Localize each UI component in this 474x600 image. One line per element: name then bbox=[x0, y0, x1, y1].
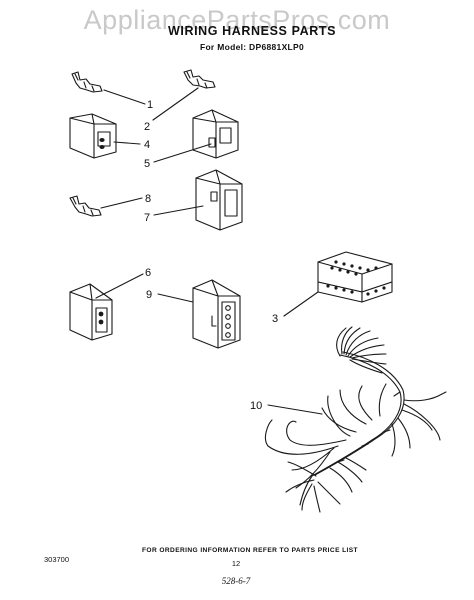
callout-1: 1 bbox=[147, 99, 153, 111]
part-3-terminal-block: 3 bbox=[272, 251, 393, 325]
callout-3: 3 bbox=[272, 313, 278, 325]
handwritten-note: 528-6-7 bbox=[222, 576, 251, 586]
page-number: 12 bbox=[232, 559, 240, 568]
part-2-terminal: 2 bbox=[144, 69, 216, 133]
callout-6: 6 bbox=[145, 267, 151, 279]
part-10-wiring-harness: 10 bbox=[250, 326, 447, 513]
model-subtitle: For Model: DP6881XLP0 bbox=[200, 42, 304, 52]
part-8-terminal: 8 bbox=[69, 193, 151, 217]
terminal-block-pin-grid bbox=[326, 260, 386, 296]
document-code: 303700 bbox=[44, 555, 69, 564]
page-title: WIRING HARNESS PARTS bbox=[168, 24, 336, 38]
part-5-connector-housing: 5 bbox=[144, 109, 239, 170]
callout-8: 8 bbox=[145, 193, 151, 205]
callout-9: 9 bbox=[146, 289, 152, 301]
callout-10: 10 bbox=[250, 400, 262, 412]
ordering-instruction: FOR ORDERING INFORMATION REFER TO PARTS … bbox=[142, 547, 358, 554]
callout-4: 4 bbox=[144, 139, 150, 151]
callout-5: 5 bbox=[144, 158, 150, 170]
part-4-connector-housing: 4 bbox=[69, 113, 150, 159]
part-6-connector-housing: 6 bbox=[69, 267, 151, 341]
part-1-terminal: 1 bbox=[71, 71, 153, 111]
watermark: AppliancePartsPros.com bbox=[84, 5, 391, 35]
part-7-connector-housing: 7 bbox=[144, 169, 243, 231]
callout-7: 7 bbox=[144, 212, 150, 224]
part-9-connector-housing: 9 bbox=[146, 279, 241, 349]
callout-2: 2 bbox=[144, 121, 150, 133]
